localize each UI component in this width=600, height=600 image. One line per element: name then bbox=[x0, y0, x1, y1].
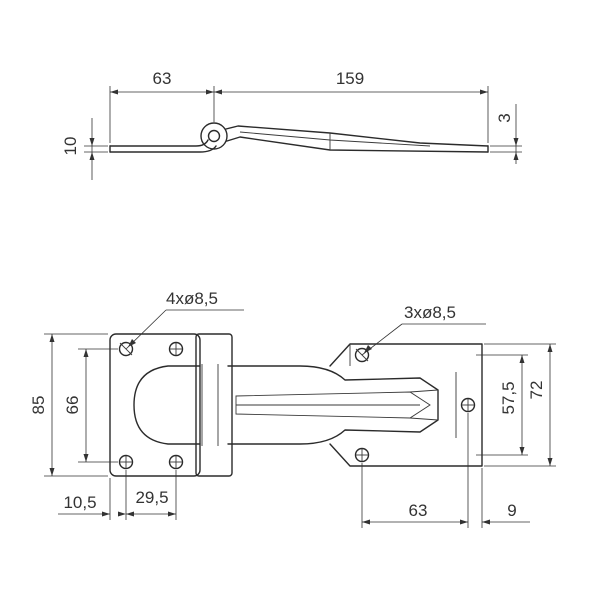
label-4x-hole: 4xø8,5 bbox=[166, 289, 218, 308]
side-lever-arm bbox=[225, 125, 489, 153]
front-dim-29-5: 29,5 bbox=[135, 488, 168, 507]
side-hinge-outer bbox=[200, 122, 228, 150]
right-holes bbox=[354, 347, 476, 463]
front-dim-85: 85 bbox=[29, 396, 48, 415]
front-dim-66: 66 bbox=[63, 396, 82, 415]
side-dim-10: 10 bbox=[61, 137, 80, 156]
front-dim-10-5: 10,5 bbox=[63, 493, 96, 512]
front-dim-57-5: 57,5 bbox=[499, 381, 518, 414]
side-hinge-inner bbox=[207, 129, 221, 143]
front-view: 4xø8,5 3xø8,5 85 66 10,5 29,5 bbox=[29, 289, 556, 528]
front-dim-9: 9 bbox=[507, 501, 516, 520]
front-right-plate bbox=[329, 343, 483, 467]
side-dim-159: 159 bbox=[336, 69, 364, 88]
side-left-plate bbox=[109, 139, 217, 153]
side-view: 63 159 10 3 bbox=[61, 69, 522, 180]
left-holes bbox=[118, 341, 184, 470]
front-dim-72: 72 bbox=[527, 381, 546, 400]
front-lever-body bbox=[227, 365, 439, 445]
side-dim-63: 63 bbox=[153, 69, 172, 88]
label-3x-hole: 3xø8,5 bbox=[404, 303, 456, 322]
front-lever-tongue bbox=[133, 365, 201, 445]
front-hinge-block bbox=[195, 333, 233, 477]
side-dim-3: 3 bbox=[495, 113, 514, 122]
front-dim-63: 63 bbox=[409, 501, 428, 520]
front-left-plate bbox=[109, 333, 201, 477]
